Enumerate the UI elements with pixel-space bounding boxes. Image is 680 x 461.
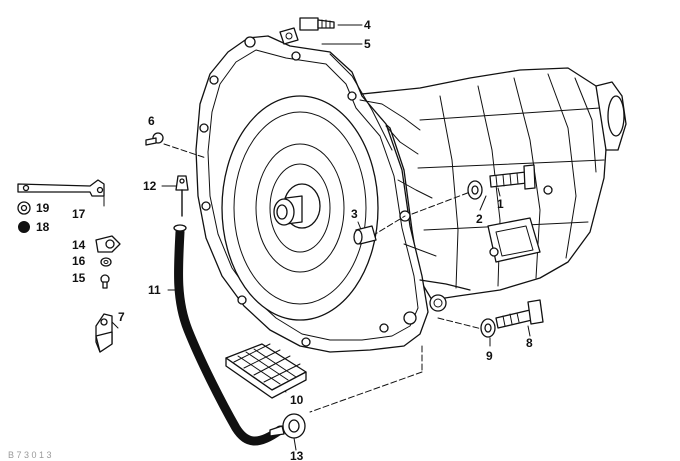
washer-19: [17, 201, 31, 215]
callout-6: 6: [148, 114, 155, 128]
washer-5: [279, 27, 299, 45]
callout-10: 10: [290, 393, 304, 407]
callout-14: 14: [72, 238, 86, 252]
washer-2: [467, 180, 483, 200]
callout-13: 13: [290, 449, 304, 461]
clip-14: [95, 235, 121, 253]
bracket-17: [17, 179, 105, 197]
dipstick-tube-11: [173, 224, 285, 446]
bolt-1: [489, 164, 536, 190]
callout-8: 8: [526, 336, 533, 350]
callout-12: 12: [143, 179, 157, 193]
callout-11: 11: [148, 283, 161, 297]
callout-5: 5: [364, 37, 371, 51]
transmission-housing: [195, 35, 627, 353]
callout-9: 9: [486, 349, 493, 363]
callouts: 4 5 6 12 3 2 1 19 17 18 14 16 15 11 7 9 …: [36, 18, 533, 461]
bolt-4: [299, 17, 335, 31]
washer-16: [100, 257, 112, 267]
callout-19: 19: [36, 201, 50, 215]
screw-6: [145, 132, 164, 146]
seal-nut-13: [269, 413, 306, 439]
callout-16: 16: [72, 254, 86, 268]
sleeve-3: [353, 225, 377, 245]
callout-1: 1: [497, 197, 504, 211]
callout-7: 7: [118, 310, 125, 324]
screw-15: [100, 274, 110, 289]
oil-strainer-10: [225, 343, 307, 399]
callout-3: 3: [351, 207, 358, 221]
nut-18: [18, 221, 30, 233]
watermark: B 7 3 0 1 3: [8, 450, 52, 460]
bolt-8: [495, 299, 544, 329]
holder-7: [95, 313, 113, 353]
washer-9: [480, 318, 496, 338]
callout-4: 4: [364, 18, 371, 32]
callout-2: 2: [476, 212, 483, 226]
callout-15: 15: [72, 271, 86, 285]
dipstick-12: [175, 175, 189, 217]
flange-bolts: [199, 36, 417, 347]
callout-18: 18: [36, 220, 50, 234]
callout-17: 17: [72, 207, 86, 221]
